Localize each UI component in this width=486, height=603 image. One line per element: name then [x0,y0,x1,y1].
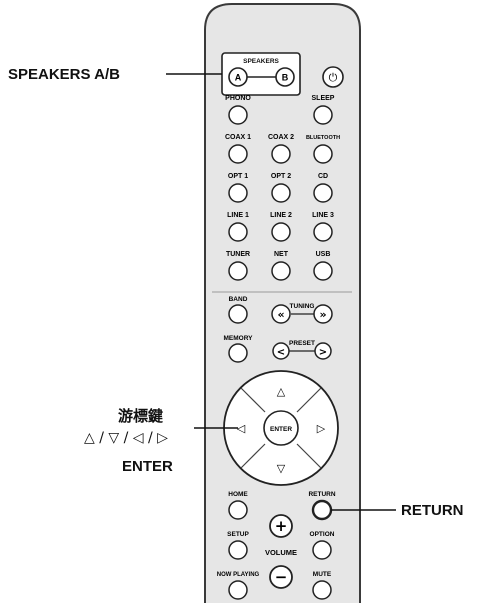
source-button[interactable] [228,183,248,203]
tuning-prev-button[interactable]: « [271,304,291,324]
option-button[interactable] [312,540,332,560]
dpad-right-icon[interactable]: ▷ [317,422,326,435]
source-label: TUNER [226,251,250,258]
preset-prev-button[interactable]: < [272,342,290,360]
source-label: BLUETOOTH [306,135,340,141]
minus-icon: − [275,568,288,586]
svg-text:A: A [235,73,242,83]
chevron-left-icon: < [277,347,285,358]
speaker-a-button[interactable]: A [228,67,248,87]
svg-text:B: B [282,73,289,83]
source-label: USB [316,251,331,258]
memory-label: MEMORY [223,335,253,342]
source-button[interactable] [228,144,248,164]
dpad-left-icon[interactable]: ◁ [237,422,246,435]
source-label: COAX 1 [225,134,251,141]
home-button[interactable] [228,500,248,520]
memory-button[interactable] [228,343,248,363]
source-button[interactable] [271,144,291,164]
source-button[interactable] [313,261,333,281]
volume-up-button[interactable]: + [269,514,293,538]
source-button[interactable] [228,105,248,125]
speaker-b-button[interactable]: B [275,67,295,87]
source-label: NET [274,251,289,258]
chevron-right-icon: > [319,347,327,358]
source-button[interactable] [271,261,291,281]
dpad: △ ▽ ◁ ▷ ENTER [223,370,339,486]
callout-speakers-ab: SPEAKERS A/B [8,66,120,83]
forward-icon: » [319,308,326,321]
dpad-up-icon[interactable]: △ [277,385,286,398]
source-button[interactable] [313,183,333,203]
rewind-icon: « [277,308,284,321]
source-button[interactable] [228,222,248,242]
source-label: OPT 2 [271,173,291,180]
enter-button-label: ENTER [270,426,292,433]
source-label: COAX 2 [268,134,294,141]
source-label: LINE 3 [312,212,334,219]
source-button[interactable] [228,261,248,281]
source-label: OPT 1 [228,173,248,180]
source-label: PHONO [225,95,251,102]
source-label: SLEEP [312,95,335,102]
callout-cursor-keys: 游標鍵 [118,407,164,425]
option-label: OPTION [310,531,335,538]
band-label: BAND [229,296,248,303]
mute-button[interactable] [312,580,332,600]
source-button[interactable] [271,183,291,203]
enter-button[interactable] [263,410,299,446]
home-label: HOME [228,491,248,498]
dpad-down-icon[interactable]: ▽ [277,462,286,475]
setup-button[interactable] [228,540,248,560]
source-label: LINE 2 [270,212,292,219]
now-playing-label: NOW PLAYING [217,572,260,578]
source-buttons: PHONO SLEEP COAX 1 COAX 2 BLUETOOTH OPT 1 OPT … [225,95,340,281]
power-button[interactable]: ⏻ [322,66,344,88]
return-label: RETURN [308,491,335,498]
setup-label: SETUP [227,531,249,538]
source-button[interactable] [313,144,333,164]
source-button[interactable] [313,222,333,242]
source-label: LINE 1 [227,212,249,219]
band-button[interactable] [228,304,248,324]
volume-down-button[interactable]: − [269,565,293,589]
now-playing-button[interactable] [228,580,248,600]
callout-return: RETURN [401,502,464,519]
volume-label: VOLUME [265,548,297,557]
callout-enter: ENTER [122,458,173,475]
source-button[interactable] [271,222,291,242]
preset-next-button[interactable]: > [314,342,332,360]
callout-cursor-symbols: △ / ▽ / ◁ / ▷ [84,430,168,446]
preset-label: PRESET [289,340,315,347]
source-button[interactable] [313,105,333,125]
tuning-label: TUNING [290,303,315,310]
mute-label: MUTE [313,571,332,578]
tuning-next-button[interactable]: » [313,304,333,324]
return-button[interactable] [311,499,333,521]
power-icon: ⏻ [329,71,338,84]
plus-icon: + [275,517,288,535]
source-label: CD [318,173,328,180]
speakers-group-label: SPEAKERS [243,58,279,65]
